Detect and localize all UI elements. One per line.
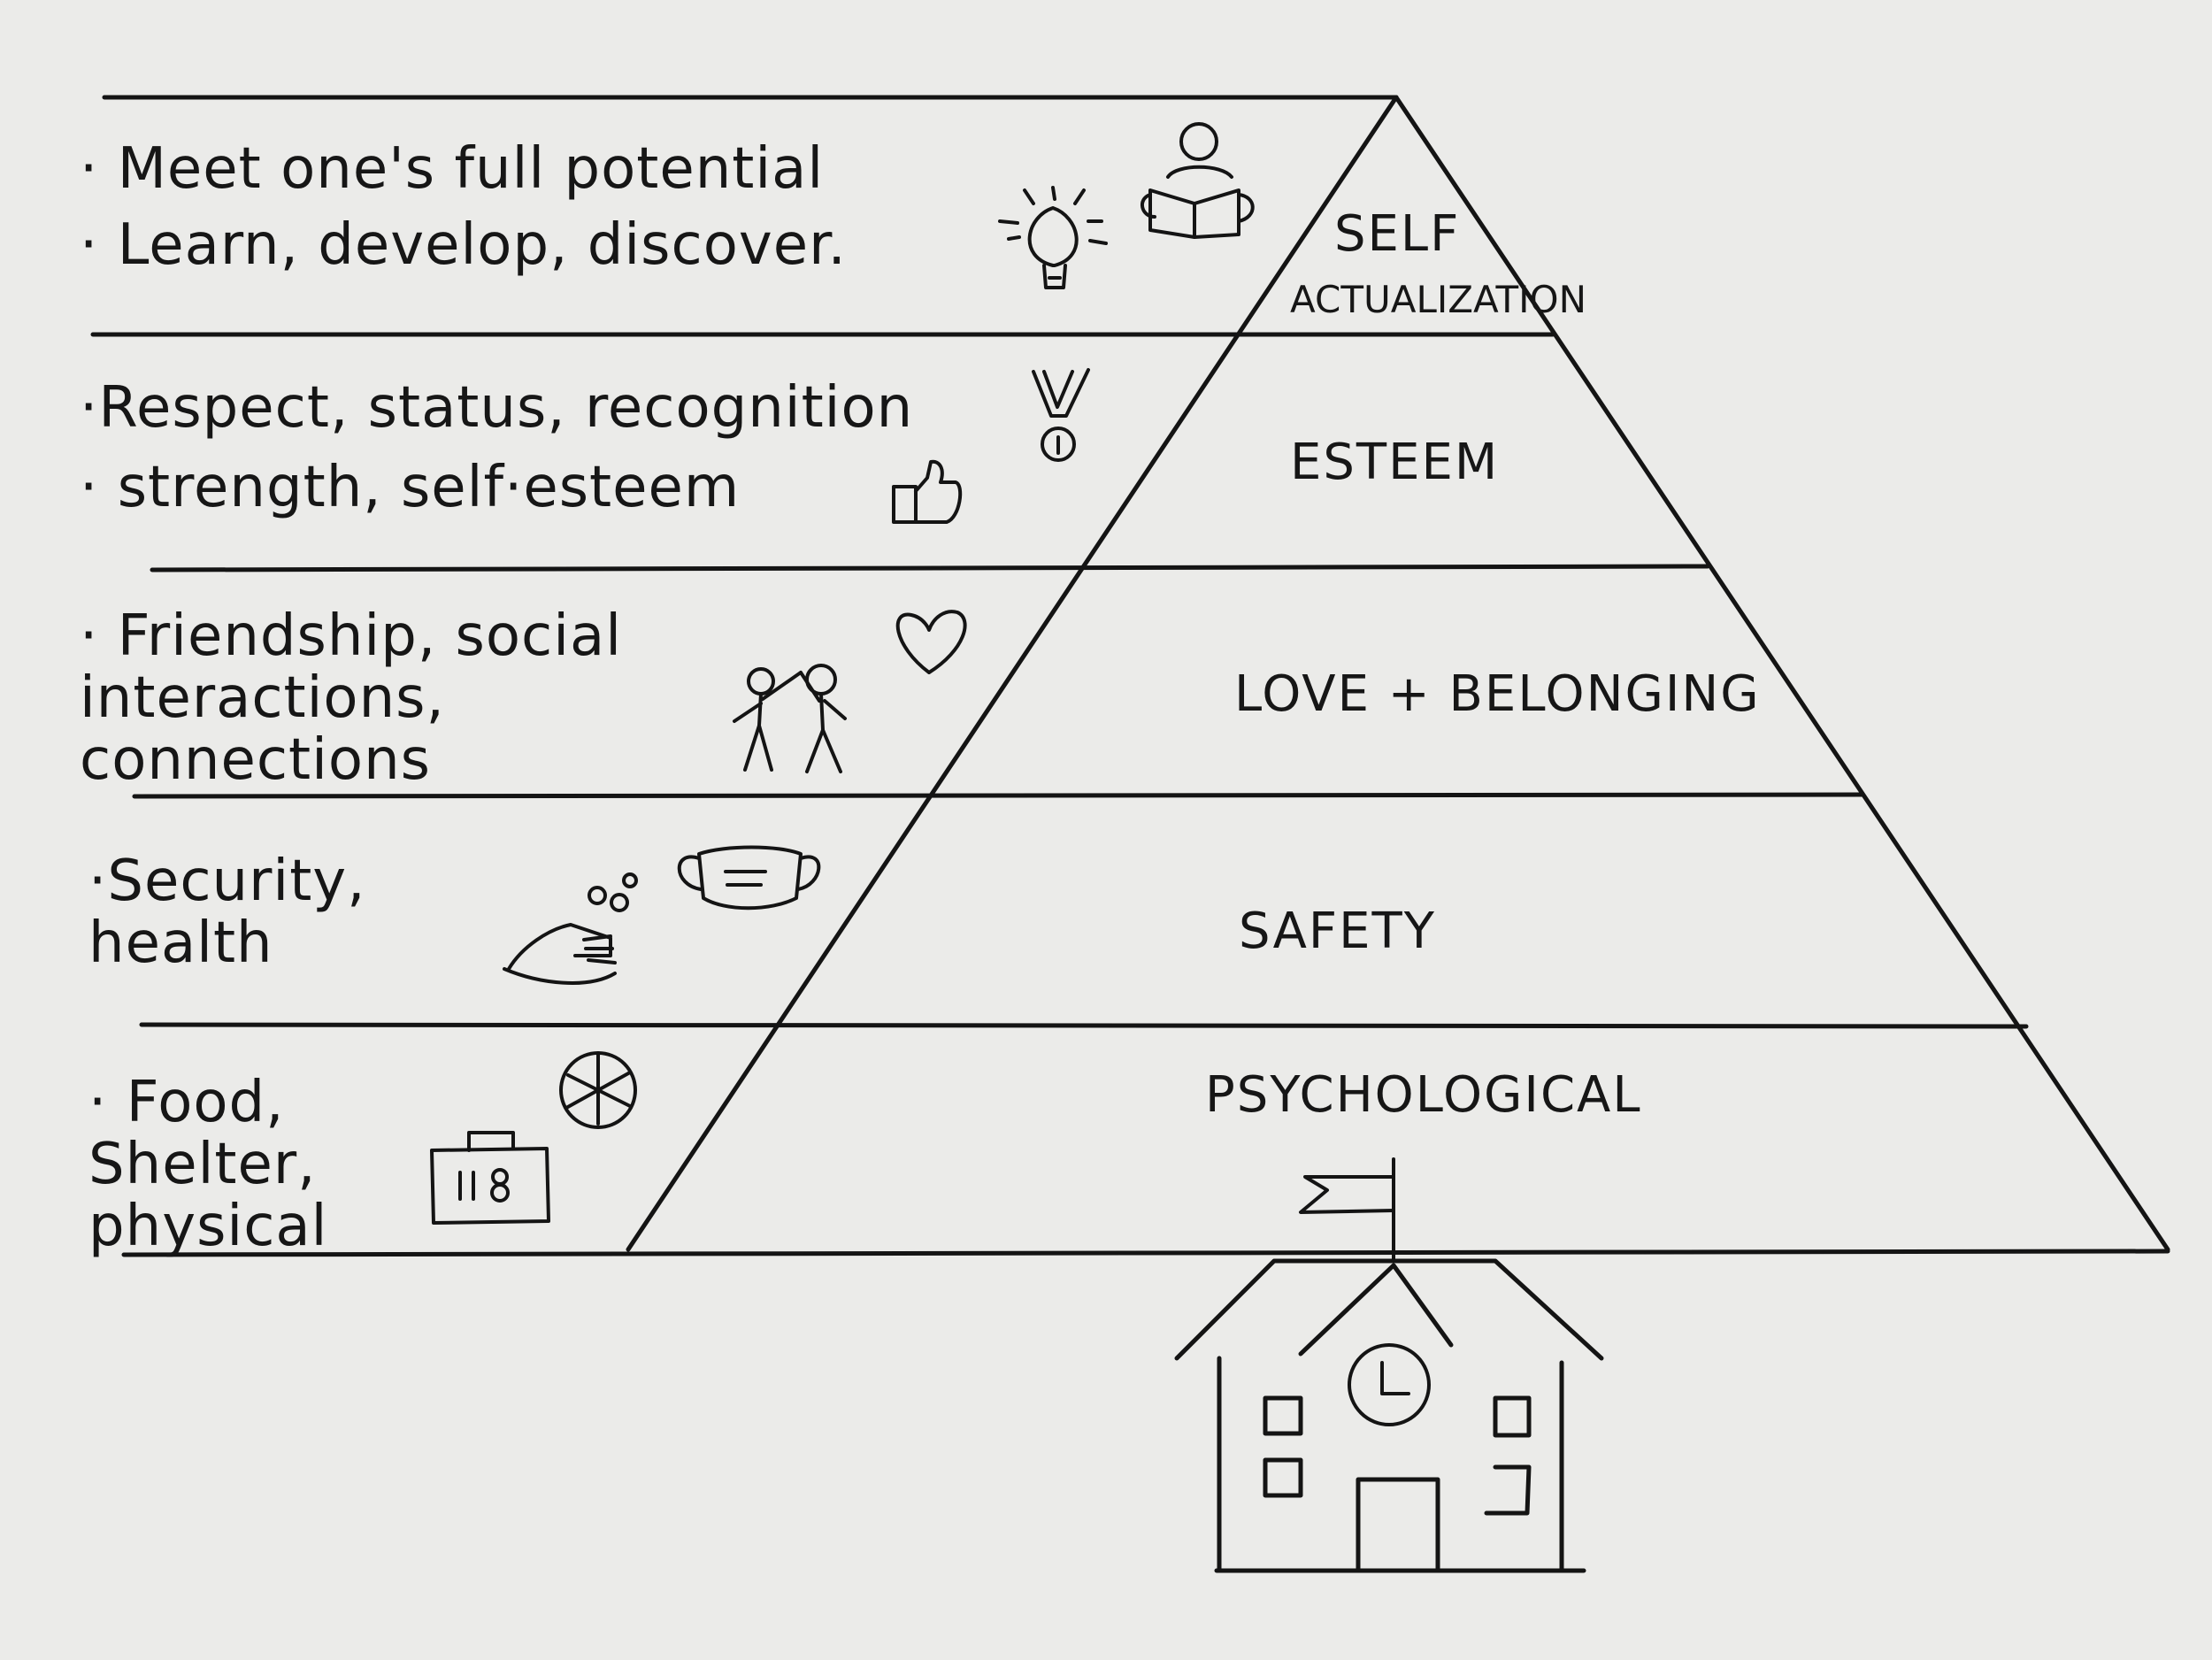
school-building-icon [1174, 1258, 1604, 1573]
flag-icon [1299, 1157, 1395, 1263]
self-actualization-bullet-2: · Learn, develop, discover. [80, 212, 847, 278]
tier-label-esteem: ESTEEM [1290, 434, 1500, 491]
love-belonging-bullet-2: interactions, [80, 665, 445, 731]
lightbulb-icon [998, 186, 1108, 289]
washing-hands-icon [503, 872, 638, 985]
face-mask-icon [677, 845, 821, 911]
psychological-bullet-1: · Food, [88, 1070, 285, 1135]
pyramid-outline [102, 95, 2170, 1252]
tier-label-safety: SAFETY [1239, 903, 1436, 960]
safety-bullet-2: health [88, 911, 273, 976]
psychological-bullet-2: Shelter, [88, 1132, 317, 1197]
tier-label-psychological: PSYCHOLOGICAL [1205, 1066, 1642, 1124]
person-reading-icon [1141, 122, 1255, 239]
love-belonging-bullet-1: · Friendship, social [80, 603, 622, 669]
food-plate-icon [559, 1051, 637, 1129]
medal-icon [1032, 368, 1090, 462]
tier-label-self-line1: SELF [1334, 205, 1461, 263]
thumbs-up-icon [892, 459, 963, 524]
love-belonging-bullet-3: connections [80, 727, 431, 793]
heart-icon [895, 610, 967, 674]
self-actualization-bullet-1: · Meet one's full potential [80, 136, 825, 202]
tier-label-self-line2: ACTUALIZATION [1290, 278, 1586, 321]
esteem-bullet-2: · strength, self·esteem [80, 455, 741, 520]
clock-icon [1348, 1343, 1431, 1426]
lunchbox-icon [430, 1131, 550, 1225]
safety-bullet-1: ·Security, [88, 849, 366, 914]
esteem-bullet-1: ·Respect, status, recognition [80, 375, 914, 441]
tier-label-love-belonging: LOVE + BELONGING [1234, 665, 1761, 723]
friends-high-five-icon [733, 664, 847, 773]
psychological-bullet-3: physical [88, 1194, 328, 1259]
tier-dividers [90, 332, 2170, 1257]
